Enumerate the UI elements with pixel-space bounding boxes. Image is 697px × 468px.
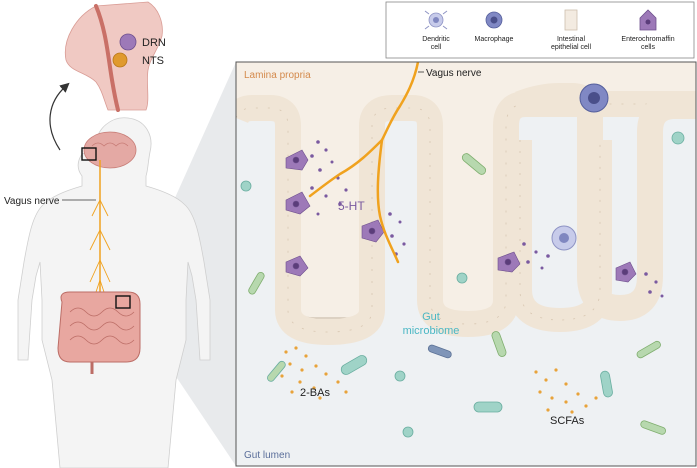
brain-organ: [83, 131, 137, 169]
gut-microbiome-label-line1: Gut: [422, 311, 440, 323]
bile-acids-label: 2-BAs: [300, 387, 330, 399]
nts-label: NTS: [142, 55, 164, 67]
epithelium-band: [236, 91, 696, 345]
lamina-propria-label: Lamina propria: [244, 70, 311, 81]
bile-acid-dots: [280, 346, 348, 400]
legend-macrophage-line1: Macrophage: [475, 36, 514, 43]
dendritic-cell: [551, 225, 577, 251]
legend-dendritic-line2: cell: [431, 44, 442, 51]
macrophage-icon: [485, 11, 503, 29]
legend-ec-line1: Enterochromaffin: [621, 36, 674, 43]
scfa-label: SCFAs: [550, 415, 585, 427]
human-body: Vagus nerve: [4, 117, 211, 468]
macrophage-cell: [579, 83, 609, 113]
nts-nucleus: [112, 52, 128, 68]
serotonin-dots: [310, 140, 664, 298]
serotonin-label: 5-HT: [338, 199, 365, 213]
vagus-nerve-fibers: [308, 62, 420, 264]
enterochromaffin-cells: [285, 149, 637, 283]
vagus-nerve-label-zoom: Vagus nerve: [426, 68, 482, 79]
gut-lumen-label: Gut lumen: [244, 450, 290, 461]
brainstem-box: [81, 147, 97, 161]
bacteria: [248, 153, 666, 435]
legend-ec-line2: cells: [641, 44, 656, 51]
legend: Dendritic cell Macrophage Intestinal epi…: [385, 1, 695, 59]
vagus-nerve-label-body: Vagus nerve: [4, 196, 60, 207]
brain-arrow: [49, 82, 70, 151]
intestines: [57, 291, 141, 374]
enterochromaffin-cell-icon: [639, 9, 657, 31]
gut-microbiome-label-line2: microbiome: [403, 325, 460, 337]
dendritic-cell-icon: [424, 10, 448, 30]
bacteria-teal: [240, 131, 685, 438]
epithelial-cell-icon: [564, 9, 578, 31]
legend-epithelial-line1: Intestinal: [557, 36, 585, 43]
legend-epithelial-line2: epithelial cell: [551, 44, 592, 51]
zoom-panel-border: [235, 61, 697, 467]
scfa-dots: [534, 368, 598, 414]
zoom-panel: Lamina propria Vagus nerve 5-HT Gut micr…: [236, 62, 696, 466]
drn-label: DRN: [142, 37, 166, 49]
intestine-box: [115, 295, 131, 309]
drn-nucleus: [119, 33, 137, 51]
brain-inset: DRN NTS: [64, 1, 166, 112]
lamina-propria-region: [236, 62, 696, 330]
legend-dendritic-line1: Dendritic: [422, 36, 450, 43]
